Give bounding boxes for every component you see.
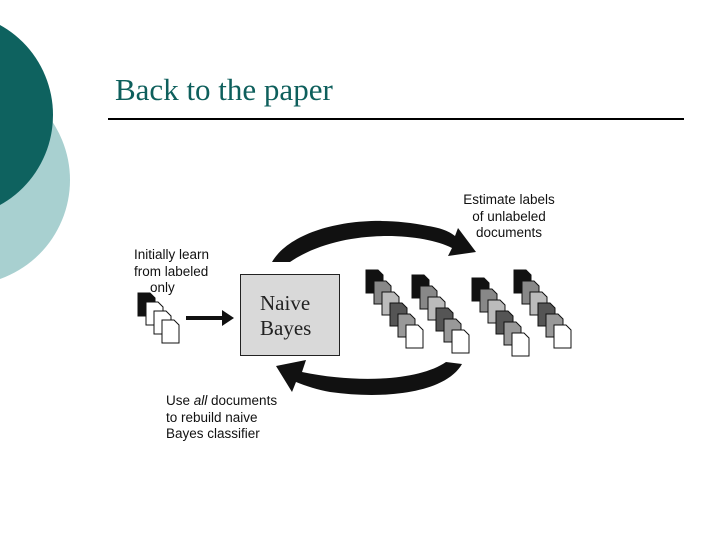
caption-line: of unlabeled: [472, 208, 546, 224]
caption-line: from labeled: [134, 263, 209, 279]
caption-emphasis: all: [193, 393, 208, 408]
naive-bayes-box: Naive Bayes: [240, 274, 340, 356]
caption-prefix: Use: [166, 393, 194, 408]
document-icon: [161, 319, 180, 344]
title-divider: [108, 118, 684, 120]
box-line: Bayes: [260, 316, 312, 340]
rebuild-caption: Use all documents to rebuild naive Bayes…: [166, 393, 277, 443]
caption-suffix: documents: [207, 393, 278, 408]
estimate-arrow: [272, 220, 476, 262]
document-icon: [511, 332, 530, 357]
document-icon: [405, 324, 424, 349]
dark-teal-circle: [0, 24, 53, 206]
caption-line: Initially learn: [134, 247, 210, 262]
caption-line: Bayes classifier: [166, 426, 260, 441]
estimate-caption: Estimate labels of unlabeled documents: [450, 192, 568, 242]
caption-line: Estimate labels: [463, 192, 555, 207]
labeled-caption: Initially learn from labeled only: [134, 247, 209, 297]
rebuild-arrow: [276, 360, 462, 395]
labeled-documents: [137, 292, 180, 344]
document-icon: [451, 329, 470, 354]
caption-line: documents: [475, 225, 543, 240]
box-line: Naive: [260, 291, 311, 315]
document-icon: [553, 324, 572, 349]
caption-line: Use all documents: [166, 393, 277, 410]
slide-title: Back to the paper: [115, 72, 333, 107]
caption-line: to rebuild naive: [166, 409, 258, 425]
caption-line: only: [150, 280, 175, 295]
unlabeled-documents: [365, 269, 572, 357]
learn-arrow: [186, 310, 234, 326]
